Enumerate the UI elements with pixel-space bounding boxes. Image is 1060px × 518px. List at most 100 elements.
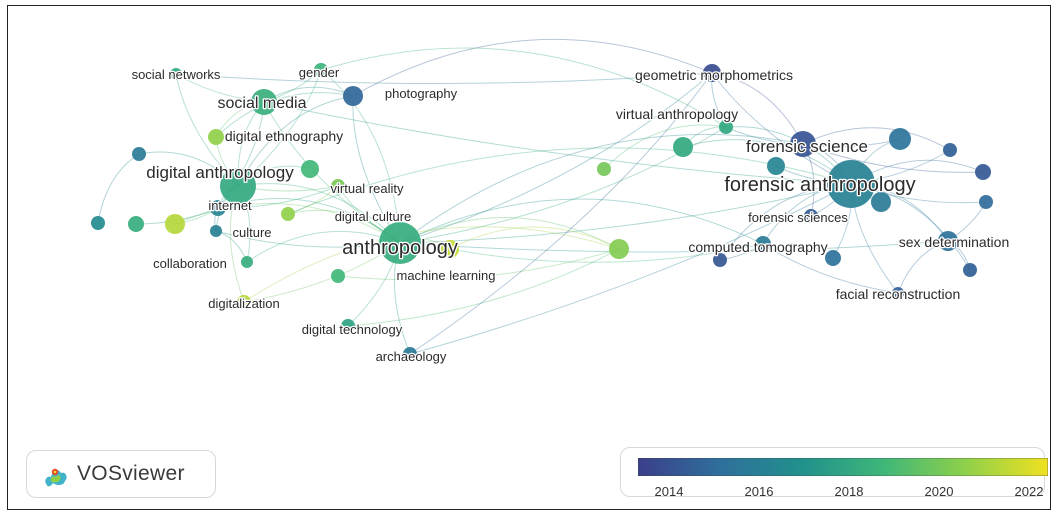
- node-n16[interactable]: [825, 250, 841, 266]
- link-archaeology-geometric-morphometrics: [409, 72, 713, 355]
- label-machine-learning[interactable]: machine learning: [395, 267, 497, 285]
- node-n15[interactable]: [871, 192, 891, 212]
- label-forensic-sciences[interactable]: forensic sciences: [747, 209, 850, 227]
- link-gender-virtual-anthropology: [320, 47, 727, 128]
- link-digitalization-n6: [243, 226, 620, 303]
- link-anthropology-computed-tomography: [399, 198, 764, 245]
- node-n18[interactable]: [767, 157, 785, 175]
- link-anthropology-forensic-science: [399, 133, 804, 244]
- label-social-media[interactable]: social media: [216, 94, 308, 114]
- label-collaboration[interactable]: collaboration: [152, 255, 228, 273]
- node-internet[interactable]: [210, 200, 226, 216]
- nodes-layer: [91, 63, 993, 361]
- node-digital-technology[interactable]: [341, 319, 355, 333]
- node-geometric-morphometrics[interactable]: [703, 64, 721, 82]
- link-anthropology-sex-determination: [399, 240, 949, 253]
- co-occurrence-network: social networks gender photography social m…: [91, 38, 1011, 366]
- network-map-panel: social networks gender photography social m…: [7, 5, 1051, 510]
- node-n10[interactable]: [889, 128, 911, 150]
- label-digital-anthropology[interactable]: digital anthropology: [145, 162, 296, 184]
- link-digital-anthropology-gender: [237, 69, 322, 187]
- label-culture[interactable]: culture: [231, 224, 273, 242]
- year-colorbar: [638, 458, 1048, 476]
- label-digitalization[interactable]: digitalization: [207, 295, 281, 313]
- node-n2[interactable]: [132, 147, 146, 161]
- label-forensic-science[interactable]: forensic science: [745, 136, 869, 158]
- link-n7-virtual-anthropology: [603, 124, 727, 170]
- link-anthropology-forensic-anthropology: [399, 183, 852, 244]
- label-digital-technology[interactable]: digital technology: [300, 321, 404, 339]
- node-n9[interactable]: [331, 269, 345, 283]
- node-n12[interactable]: [975, 164, 991, 180]
- link-forensic-science-n11: [802, 127, 951, 151]
- link-anthropology-geometric-morphometrics: [399, 72, 713, 244]
- node-n3[interactable]: [165, 214, 185, 234]
- node-n5[interactable]: [91, 216, 105, 230]
- node-gender[interactable]: [314, 63, 328, 77]
- node-n11[interactable]: [943, 143, 957, 157]
- link-forensic-science-geometric-morphometrics: [711, 72, 804, 145]
- node-sex-determination[interactable]: [938, 231, 958, 251]
- label-archaeology[interactable]: archaeology: [374, 348, 448, 366]
- node-virtual-reality[interactable]: [331, 179, 345, 193]
- node-digital-ethnography[interactable]: [208, 129, 224, 145]
- link-anthropology-culture: [215, 230, 401, 248]
- legend-tick-2016: 2016: [744, 484, 774, 499]
- label-digital-ethnography[interactable]: digital ethnography: [224, 127, 345, 146]
- node-archaeology[interactable]: [403, 347, 417, 361]
- label-forensic-anthropology[interactable]: forensic anthropology: [723, 173, 917, 198]
- node-n13[interactable]: [979, 195, 993, 209]
- link-photography-geometric-morphometrics: [352, 38, 713, 97]
- node-n7[interactable]: [597, 162, 611, 176]
- node-digital-culture[interactable]: [281, 207, 295, 221]
- node-n14[interactable]: [963, 263, 977, 277]
- node-machine-learning[interactable]: [441, 240, 459, 258]
- labels-layer: social networks gender photography social m…: [130, 64, 1010, 366]
- vosviewer-logo-icon: [45, 468, 67, 487]
- node-photography[interactable]: [343, 86, 363, 106]
- node-forensic-sciences[interactable]: [804, 209, 818, 223]
- legend-tick-2018: 2018: [834, 484, 864, 499]
- link-n9-n6: [337, 248, 620, 281]
- node-n6[interactable]: [609, 239, 629, 259]
- label-digital-culture[interactable]: digital culture: [333, 208, 412, 226]
- link-internet-virtual-reality: [217, 185, 339, 209]
- node-digital-anthropology[interactable]: [220, 168, 256, 204]
- node-n8[interactable]: [673, 137, 693, 157]
- node-forensic-science[interactable]: [790, 131, 816, 157]
- node-n1[interactable]: [301, 160, 319, 178]
- node-computed-tomography[interactable]: [755, 236, 771, 252]
- node-facial-reconstruction[interactable]: [892, 287, 904, 299]
- node-digitalization[interactable]: [237, 295, 251, 309]
- label-internet[interactable]: internet: [207, 197, 253, 215]
- label-virtual-reality[interactable]: virtual reality: [329, 180, 405, 198]
- node-virtual-anthropology[interactable]: [719, 120, 733, 134]
- label-anthropology[interactable]: anthropology: [341, 236, 459, 261]
- label-computed-tomography[interactable]: computed tomography: [687, 238, 829, 257]
- node-social-networks[interactable]: [170, 68, 182, 80]
- node-n4[interactable]: [128, 216, 144, 232]
- logo-text: VOSviewer: [77, 462, 185, 485]
- link-anthropology-n6: [399, 217, 620, 250]
- node-forensic-anthropology[interactable]: [827, 160, 875, 208]
- label-facial-reconstruction[interactable]: facial reconstruction: [834, 285, 961, 304]
- link-n5-n2: [97, 153, 140, 224]
- node-culture[interactable]: [210, 225, 222, 237]
- node-collaboration[interactable]: [241, 256, 253, 268]
- label-geometric-morphometrics[interactable]: geometric morphometrics: [634, 66, 795, 85]
- label-sex-determination[interactable]: sex determination: [897, 233, 1010, 252]
- node-n17[interactable]: [713, 253, 727, 267]
- node-anthropology[interactable]: [379, 222, 421, 264]
- node-social-media[interactable]: [251, 89, 277, 115]
- link-anthropology-digital-anthropology: [237, 183, 401, 244]
- link-digital-ethnography-photography: [215, 92, 354, 138]
- label-photography[interactable]: photography: [384, 85, 459, 103]
- label-social-networks[interactable]: social networks: [130, 66, 222, 84]
- link-social-networks-geometric-morphometrics: [175, 72, 713, 84]
- legend-tick-2014: 2014: [654, 484, 684, 499]
- label-virtual-anthropology[interactable]: virtual anthropology: [615, 105, 740, 124]
- label-gender[interactable]: gender: [297, 64, 341, 82]
- link-anthropology-gender: [320, 69, 401, 244]
- link-machine-learning-n6: [449, 226, 620, 250]
- legend-tick-2020: 2020: [924, 484, 954, 499]
